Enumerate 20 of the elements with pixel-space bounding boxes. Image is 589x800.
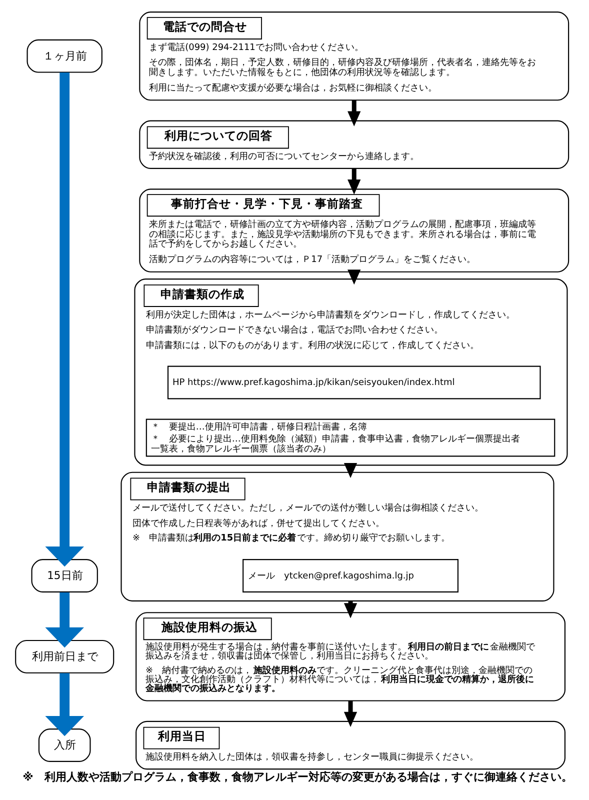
arrow (44, 72, 84, 567)
arrow (44, 592, 84, 648)
arrow (44, 673, 84, 736)
node-box: 15日前 (30, 559, 98, 592)
node-box: 入所 (38, 728, 90, 762)
node-box: ＊ 要提出…使用許可申請書，研修日程計画書，名簿 ＊ 必要により提出…使用料免除（減額）申請書，食事申込書，食物アレルギー個票提出者一覧表，食物アレルギー個票（該当者のみ） (145, 418, 555, 457)
node-box: 施設使用料の振込 施設使用料が発生する場合は，納付書を事前に送付いたします。利用日の前日までに金融機関で振込みを済ませ，領収書は団体で保管し，利用当日にお持ちください。 ※ 納付書で納めるのは，施設使用料のみです。クリーニング代と食事代は別途，金融機関での振込み，文化創作活動（クラフト）材料代等については，利用当日に現金での精算か，退所後に金融機関での振込みとなります。 (135, 612, 565, 702)
node-box: １ヶ月前 (26, 39, 102, 73)
node-box: 電話での問合せ まず電話(099) 294-2111でお問い合わせください。 その際，団体名，期日，予定人数，研修目的，研修内容及び研修場所，代表者名，連絡先等をお聞きします。いただいた情報をもとに，他団体の利用状況等を確認します。 利用に当たって配慮や支援が必要な場合は，お気軽に御相談ください。 (138, 11, 569, 101)
node-box: メール ytcken@pref.kagoshima.lg.jp (242, 559, 458, 592)
arrow (343, 462, 357, 478)
node-box: 利用についての回答 予約状況を確認後，利用の可否についてセンターから連絡します。 (138, 120, 569, 170)
node-box: 利用当日 施設使用料を納入した団体は，領収書を持参し，センター職員に御提示ください。 (135, 720, 565, 770)
node-box: HP https://www.pref.kagoshima.jp/kikan/seisyouken/index.html (166, 366, 540, 400)
arrow (347, 270, 360, 285)
arrow (343, 700, 357, 727)
arrow (347, 168, 360, 194)
node-box: 利用前日まで (14, 640, 114, 674)
caption: ※ 利用人数や活動プログラム，食事数，食物アレルギー対応等の変更がある場合は，すぐに御連絡ください。 (22, 770, 572, 784)
arrow (347, 100, 360, 126)
